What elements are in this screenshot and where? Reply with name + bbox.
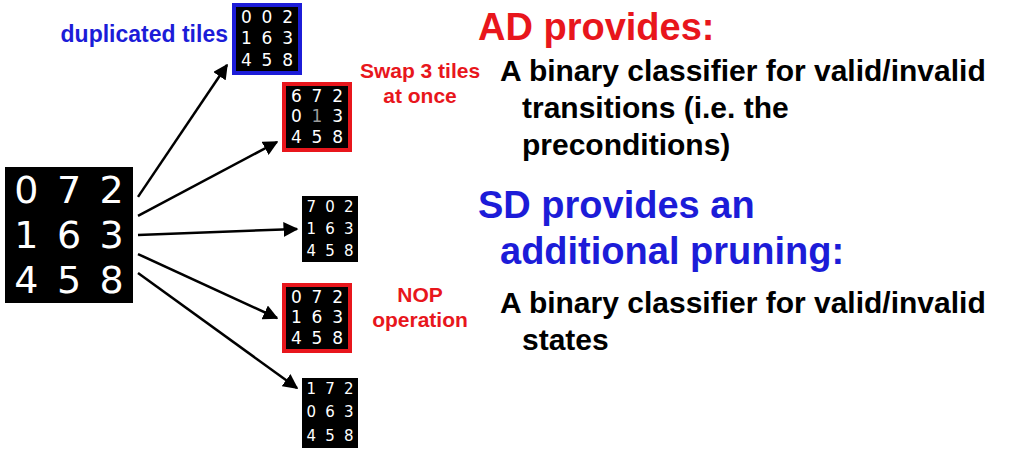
tile-digit: 7 bbox=[325, 382, 335, 397]
tile-digit: 7 bbox=[57, 171, 81, 209]
transition-arrow bbox=[138, 273, 297, 388]
transition-arrow bbox=[138, 142, 277, 216]
tile-digit: 6 bbox=[57, 216, 81, 254]
tile-digit: 2 bbox=[344, 200, 354, 215]
transition-arrow bbox=[138, 254, 277, 318]
tile-digit: 3 bbox=[344, 405, 354, 420]
tile-digit: 8 bbox=[344, 429, 354, 444]
transition-arrow bbox=[138, 229, 297, 235]
tile-digit: 7 bbox=[312, 88, 323, 105]
tile-digit: 8 bbox=[332, 129, 343, 146]
tile-digit: 6 bbox=[291, 88, 302, 105]
tile-digit: 2 bbox=[344, 382, 354, 397]
puzzle-state: 172 063 458 bbox=[302, 378, 358, 448]
tile-digit: 4 bbox=[291, 330, 302, 347]
tile-digit: 7 bbox=[307, 200, 317, 215]
tile-digit: 8 bbox=[100, 261, 124, 299]
tile-digit: 4 bbox=[291, 129, 302, 146]
heading-text: SD provides an additional pruning: bbox=[478, 182, 908, 274]
tile-digit: 3 bbox=[344, 222, 354, 237]
tile-digit: 1 bbox=[241, 30, 252, 47]
tile-digit: 0 bbox=[325, 200, 335, 215]
tile-digit: 7 bbox=[312, 289, 323, 306]
tile-digit: 5 bbox=[57, 261, 81, 299]
body-text: A binary classifier for valid/invalid tr… bbox=[500, 52, 1000, 163]
tile-digit: 6 bbox=[325, 405, 335, 420]
puzzle-state: 072 163 458 bbox=[5, 167, 133, 303]
tile-digit: 2 bbox=[100, 171, 124, 209]
heading-text: AD provides: bbox=[478, 4, 1008, 50]
tile-digit: 5 bbox=[325, 429, 335, 444]
tile-digit: 8 bbox=[282, 52, 293, 69]
tile-digit: 3 bbox=[100, 216, 124, 254]
edge-group bbox=[138, 65, 297, 388]
body-text: A binary classifier for valid/invalid st… bbox=[500, 284, 1000, 358]
tile-digit: 8 bbox=[332, 330, 343, 347]
tile-digit: 5 bbox=[262, 52, 273, 69]
tile-digit: 4 bbox=[241, 52, 252, 69]
tile-digit: 5 bbox=[312, 330, 323, 347]
puzzle-state: 672 013 458 bbox=[282, 82, 352, 152]
transition-arrow bbox=[138, 65, 227, 197]
tile-digit: 2 bbox=[282, 9, 293, 26]
puzzle-state: 072 163 458 bbox=[282, 283, 352, 353]
tile-digit: 0 bbox=[262, 9, 273, 26]
tile-digit: 3 bbox=[332, 108, 343, 125]
tile-digit: 6 bbox=[312, 309, 323, 326]
tile-digit: 0 bbox=[307, 405, 317, 420]
annotation-text: duplicated tiles bbox=[2, 20, 228, 48]
tile-digit: 0 bbox=[291, 289, 302, 306]
tile-digit: 6 bbox=[325, 222, 335, 237]
tile-digit: 3 bbox=[282, 30, 293, 47]
tile-digit: 3 bbox=[332, 309, 343, 326]
tile-digit: 5 bbox=[312, 129, 323, 146]
puzzle-state: 002163458 bbox=[232, 3, 302, 75]
tile-digit: 4 bbox=[307, 244, 317, 259]
tile-digit: 5 bbox=[325, 244, 335, 259]
annotation-text: Swap 3 tiles at once bbox=[354, 58, 486, 108]
tile-digit: 0 bbox=[291, 108, 302, 125]
tile-digit: 1 bbox=[307, 222, 317, 237]
tile-digit: 4 bbox=[14, 261, 38, 299]
tile-digit: 1 bbox=[291, 309, 302, 326]
tile-digit: 1 bbox=[312, 108, 323, 125]
tile-digit: 6 bbox=[262, 30, 273, 47]
tile-digit: 2 bbox=[332, 88, 343, 105]
tile-digit: 2 bbox=[332, 289, 343, 306]
annotation-text: NOP operation bbox=[354, 282, 486, 332]
tile-digit: 1 bbox=[14, 216, 38, 254]
tile-digit: 0 bbox=[14, 171, 38, 209]
tile-digit: 0 bbox=[241, 9, 252, 26]
tile-digit: 1 bbox=[307, 382, 317, 397]
puzzle-state: 702 163 458 bbox=[302, 196, 358, 262]
tile-digit: 4 bbox=[307, 429, 317, 444]
tile-digit: 8 bbox=[344, 244, 354, 259]
